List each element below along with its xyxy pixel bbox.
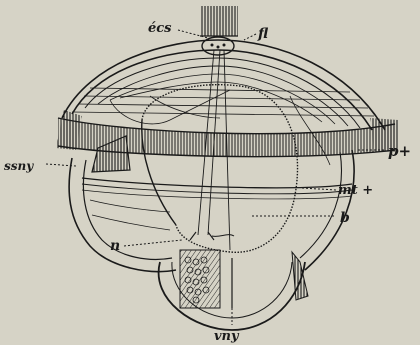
outer-dome xyxy=(62,40,385,130)
label-vny: vny xyxy=(214,329,240,344)
inner-sphere xyxy=(142,85,298,253)
top-stalk xyxy=(200,6,238,36)
label-p-plus: p+ xyxy=(388,142,411,160)
label-fl: fl xyxy=(257,26,269,42)
label-ssny: ssny xyxy=(4,159,34,173)
label-b: b xyxy=(340,210,350,226)
label-n: n xyxy=(110,238,120,254)
label-mt-plus: mt + xyxy=(338,183,373,198)
label-ecs: écs xyxy=(148,21,172,36)
left-chamber xyxy=(69,136,176,272)
upper-band-lines xyxy=(72,88,374,116)
